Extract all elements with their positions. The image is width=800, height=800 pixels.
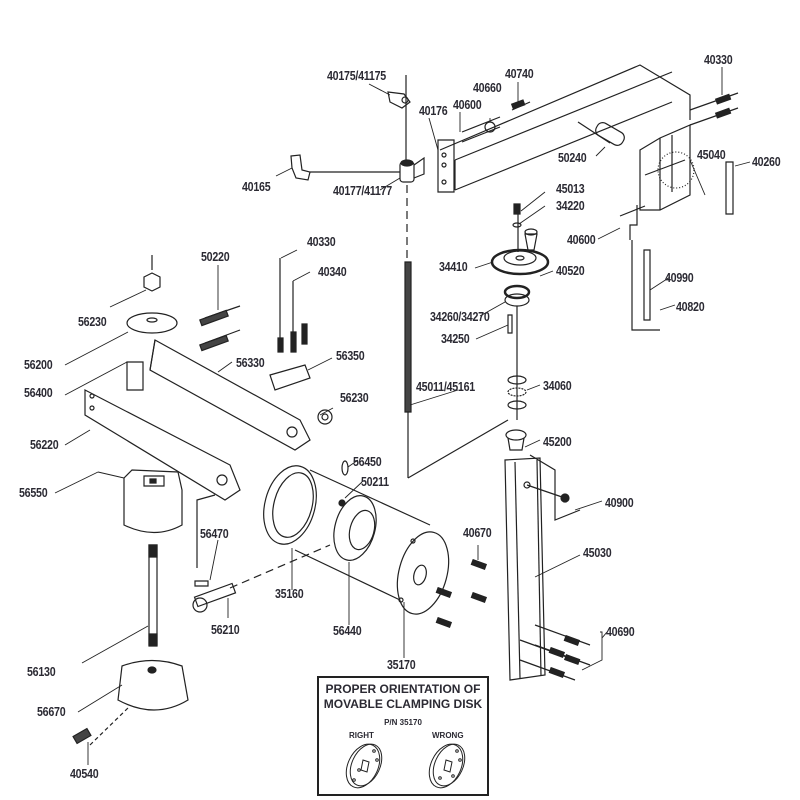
part-label-34060: 34060 — [543, 378, 572, 393]
washers-34060 — [508, 376, 526, 409]
bolt-56210 — [194, 583, 235, 606]
disk-56200 — [127, 313, 177, 333]
part-label-45040: 45040 — [697, 147, 726, 162]
part-label-56440: 56440 — [333, 623, 362, 638]
part-label-40660: 40660 — [473, 80, 502, 95]
part-label-40690: 40690 — [606, 624, 635, 639]
part-label-56200: 56200 — [24, 357, 53, 372]
spacer-56400 — [127, 362, 143, 390]
part-label-50211: 50211 — [361, 474, 389, 489]
note-wrong-label: WRONG — [432, 731, 464, 740]
part-label-34410: 34410 — [439, 259, 468, 274]
arm-56330 — [150, 340, 310, 450]
pin-40260 — [726, 162, 733, 214]
part-label-45011-45161: 45011/45161 — [416, 379, 475, 394]
part-label-40540: 40540 — [70, 766, 99, 781]
part-label-56330: 56330 — [236, 355, 265, 370]
part-label-56210: 56210 — [211, 622, 240, 637]
part-label-56230-right: 56230 — [340, 390, 369, 405]
part-label-40330-left: 40330 — [307, 234, 336, 249]
handwheel-34410 — [492, 204, 548, 274]
scale-bracket-45040 — [640, 125, 694, 210]
part-label-35160: 35160 — [275, 586, 304, 601]
part-label-50240: 50240 — [558, 150, 587, 165]
part-label-40177-41177: 40177/41177 — [333, 183, 392, 198]
clamp-block-56550 — [124, 470, 182, 533]
setscrew-40540 — [73, 729, 91, 744]
bearing-34260 — [505, 286, 529, 298]
disk-wrong-orientation — [423, 739, 471, 793]
arm-56220 — [85, 390, 240, 500]
part-label-50220: 50220 — [201, 249, 230, 264]
part-label-56670: 56670 — [37, 704, 66, 719]
screws-top — [462, 100, 530, 142]
part-label-35170: 35170 — [387, 657, 416, 672]
bushing-45200 — [506, 430, 526, 450]
part-label-45013: 45013 — [556, 181, 585, 196]
bushing-50240 — [578, 120, 626, 147]
elbow-40165 — [291, 155, 400, 180]
part-label-40520: 40520 — [556, 263, 585, 278]
part-label-40600-mid: 40600 — [567, 232, 596, 247]
part-label-40260: 40260 — [752, 154, 781, 169]
shaft-56130 — [149, 545, 157, 645]
disk-35170 — [389, 526, 457, 620]
part-label-40176: 40176 — [419, 103, 448, 118]
part-label-40740: 40740 — [505, 66, 534, 81]
block-40177 — [400, 158, 424, 182]
block-56350 — [270, 365, 310, 390]
lever-40175 — [388, 75, 410, 160]
part-label-40330-top: 40330 — [704, 52, 733, 67]
part-label-56550: 56550 — [19, 485, 48, 500]
ring-35160 — [255, 460, 324, 550]
disk-56440 — [327, 491, 383, 565]
disk-right-orientation — [340, 739, 388, 793]
part-label-40600: 40600 — [453, 97, 482, 112]
note-disk-illustrations — [319, 678, 487, 794]
pin-56470 — [195, 581, 208, 586]
part-label-34220: 34220 — [556, 198, 585, 213]
part-label-56470: 56470 — [200, 526, 229, 541]
part-label-56450: 56450 — [353, 454, 382, 469]
note-title-line1: PROPER ORIENTATION OF — [325, 682, 481, 696]
note-part-number: P/N 35170 — [384, 718, 422, 727]
part-label-45200: 45200 — [543, 434, 572, 449]
upright-45030 — [505, 455, 580, 680]
orientation-note-box: PROPER ORIENTATION OF MOVABLE CLAMPING D… — [317, 676, 489, 796]
part-label-40340: 40340 — [318, 264, 347, 279]
rod-40990 — [644, 250, 650, 320]
base-56670 — [118, 661, 188, 711]
note-title-line2: MOVABLE CLAMPING DISK — [323, 697, 483, 711]
note-right-label: RIGHT — [349, 731, 374, 740]
threaded-rod-45011 — [405, 262, 508, 478]
part-label-56350: 56350 — [336, 348, 365, 363]
part-label-40990: 40990 — [665, 270, 694, 285]
part-label-56230-top: 56230 — [78, 314, 107, 329]
bracket-40176 — [438, 140, 454, 192]
nut-56230 — [144, 273, 160, 291]
fence-rail — [440, 65, 690, 190]
part-label-56130: 56130 — [27, 664, 56, 679]
part-label-34260-34270: 34260/34270 — [430, 309, 490, 324]
part-label-40670: 40670 — [463, 525, 492, 540]
part-label-40900: 40900 — [605, 495, 634, 510]
part-label-40820: 40820 — [676, 299, 705, 314]
screws-40690 — [520, 625, 590, 680]
part-label-40165: 40165 — [242, 179, 271, 194]
part-label-34250: 34250 — [441, 331, 470, 346]
part-label-40175-41175: 40175/41175 — [327, 68, 386, 83]
part-label-56400: 56400 — [24, 385, 53, 400]
pin-56450 — [342, 461, 348, 475]
part-label-45030: 45030 — [583, 545, 612, 560]
part-label-56220: 56220 — [30, 437, 59, 452]
